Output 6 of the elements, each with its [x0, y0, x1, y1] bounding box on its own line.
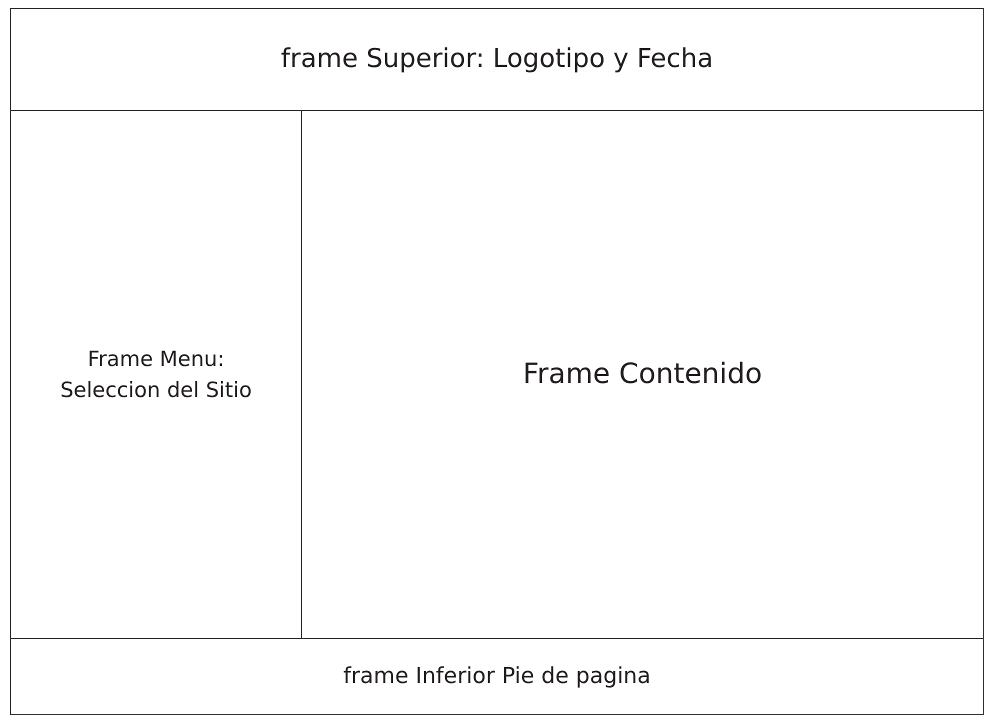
- frame-label: frame Inferior Pie de pagina: [343, 662, 651, 691]
- footer-frame: [10, 638, 984, 715]
- frame-label: Frame Menu: Seleccion del Sitio: [59, 346, 253, 404]
- header-frame: [10, 8, 984, 111]
- frame-label: Frame Contenido: [522, 356, 762, 392]
- frame-label: frame Superior: Logotipo y Fecha: [280, 42, 714, 76]
